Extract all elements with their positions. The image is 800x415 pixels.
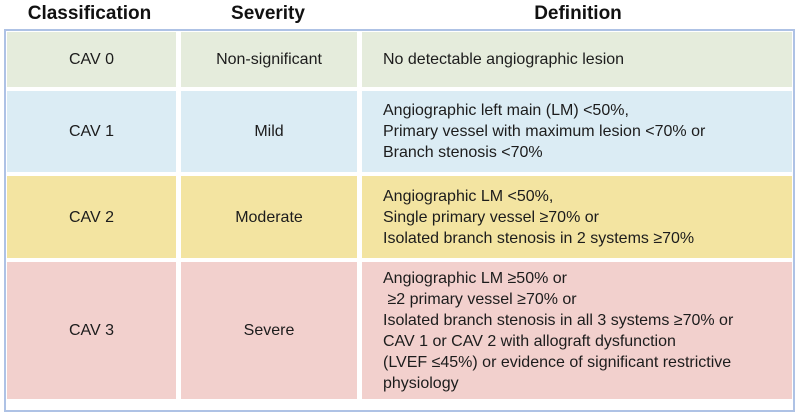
definition-cell-cav3: Angiographic LM ≥50% or ≥2 primary vesse…	[362, 262, 792, 399]
table-row-cav0: CAV 0 Non-significant No detectable angi…	[7, 32, 792, 87]
classification-cell-cav1: CAV 1	[7, 91, 176, 172]
table-bottom-filler	[7, 403, 792, 410]
header-severity: Severity	[231, 2, 305, 24]
definition-cell-cav1: Angiographic left main (LM) <50%, Primar…	[362, 91, 792, 172]
definition-cell-cav2: Angiographic LM <50%, Single primary ves…	[362, 176, 792, 258]
severity-cell-cav0: Non-significant	[181, 32, 357, 87]
table-row-cav2: CAV 2 Moderate Angiographic LM <50%, Sin…	[7, 176, 792, 258]
header-classification: Classification	[27, 2, 152, 24]
table-row-cav3: CAV 3 Severe Angiographic LM ≥50% or ≥2 …	[7, 262, 792, 399]
cav-table: CAV 0 Non-significant No detectable angi…	[4, 29, 795, 412]
severity-cell-cav3: Severe	[181, 262, 357, 399]
table-header-row: Classification Severity Definition	[4, 0, 795, 27]
classification-cell-cav2: CAV 2	[7, 176, 176, 258]
table-row-cav1: CAV 1 Mild Angiographic left main (LM) <…	[7, 91, 792, 172]
classification-cell-cav3: CAV 3	[7, 262, 176, 399]
definition-cell-cav0: No detectable angiographic lesion	[362, 32, 792, 87]
header-definition: Definition	[534, 2, 622, 24]
severity-cell-cav1: Mild	[181, 91, 357, 172]
classification-cell-cav0: CAV 0	[7, 32, 176, 87]
severity-cell-cav2: Moderate	[181, 176, 357, 258]
